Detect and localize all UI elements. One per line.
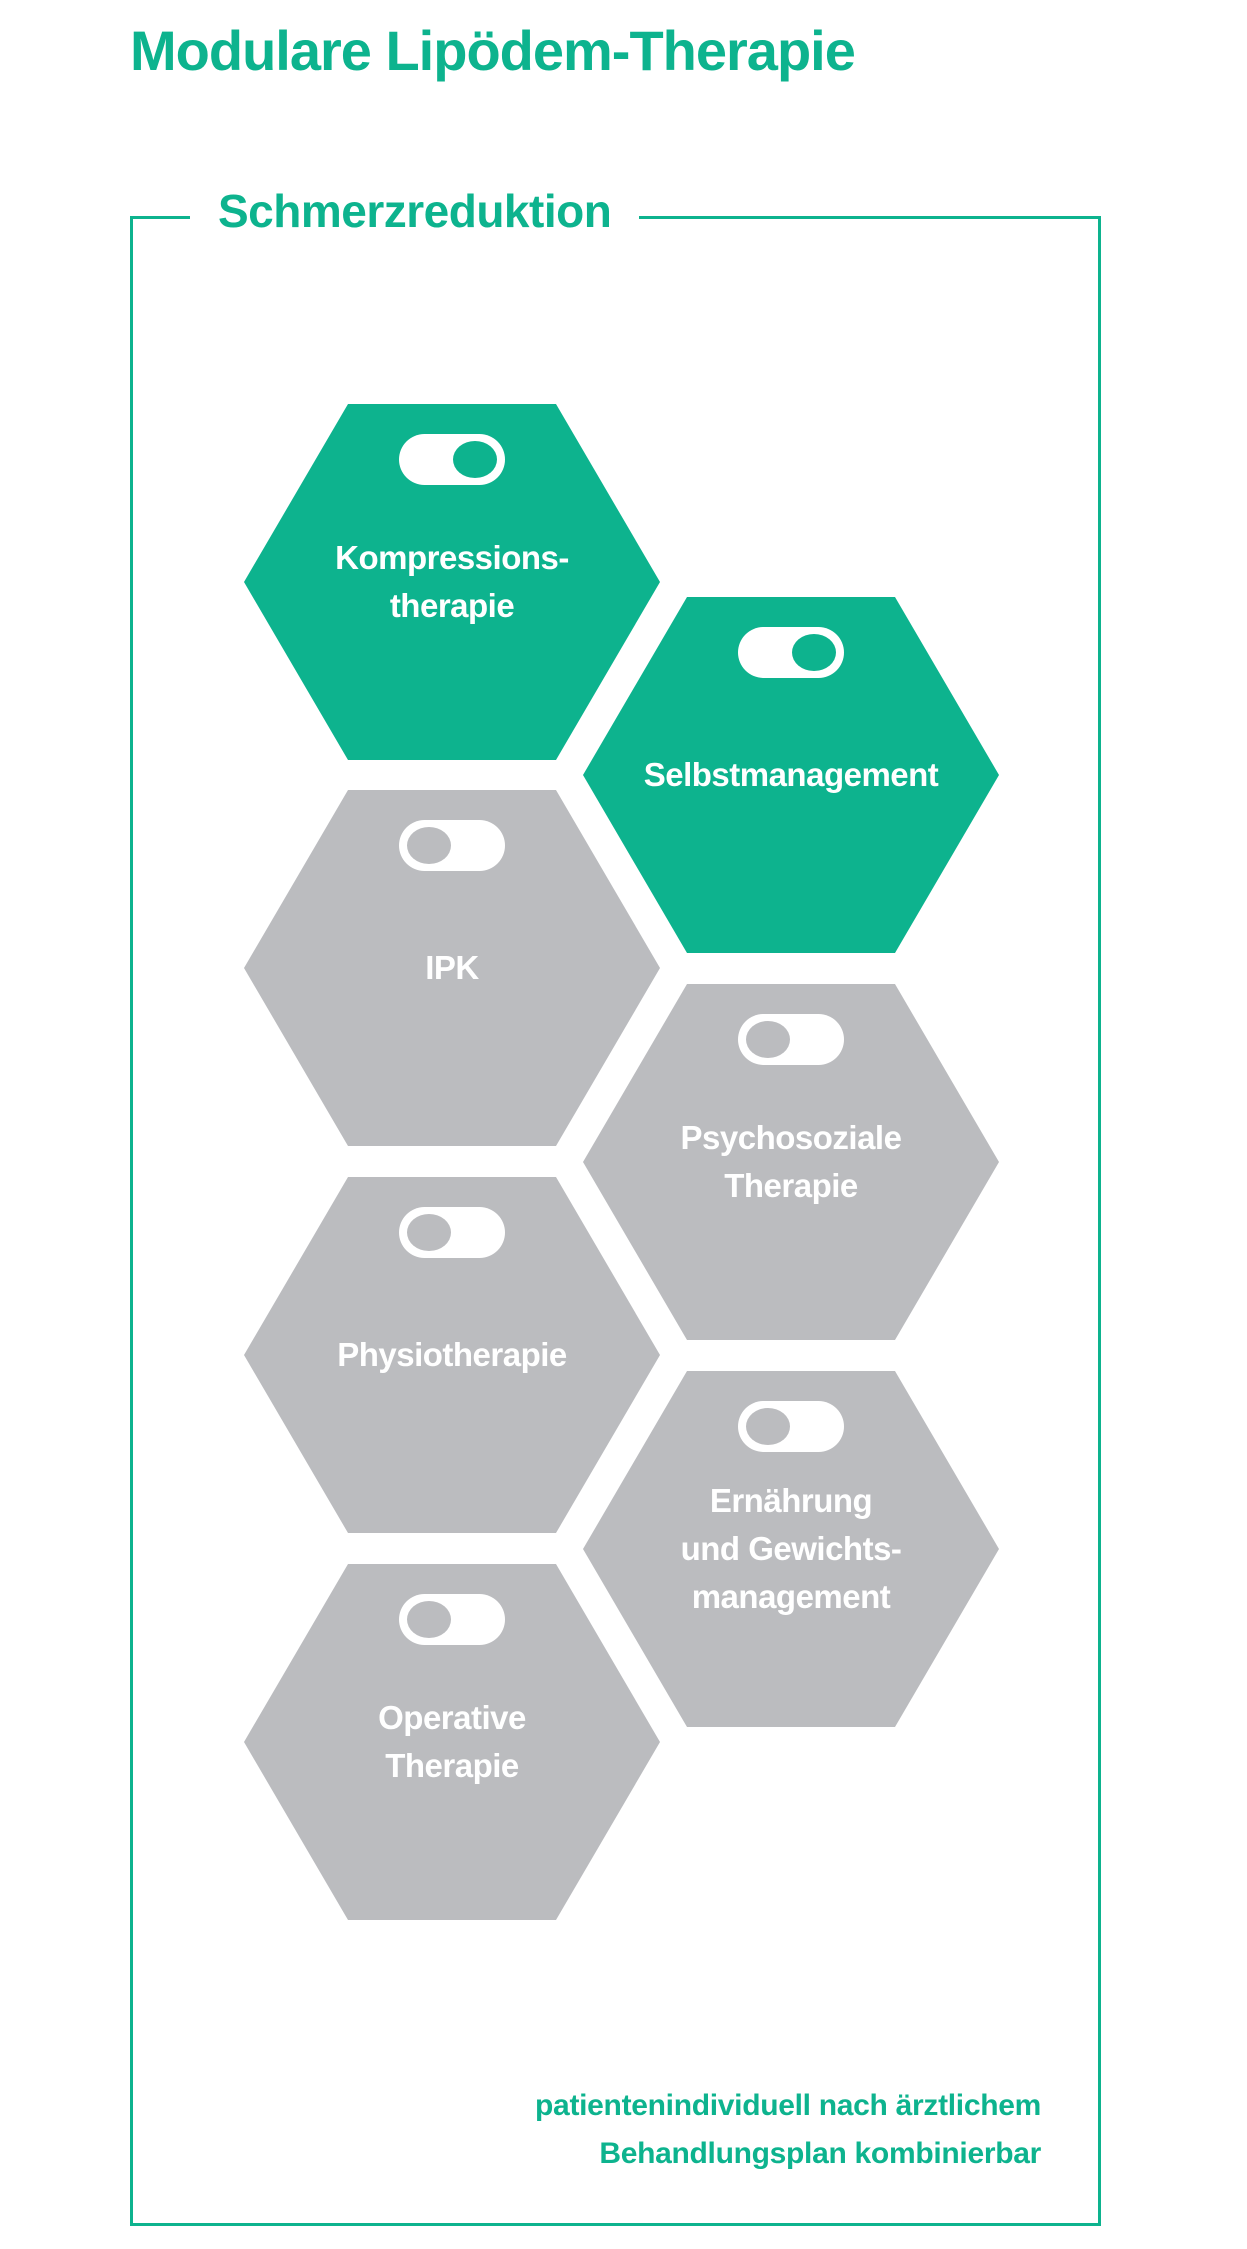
module-label-line: Ernährung bbox=[709, 1482, 873, 1519]
toggle-on[interactable] bbox=[399, 434, 505, 485]
toggle-knob bbox=[453, 441, 497, 478]
toggle-knob bbox=[407, 1601, 451, 1638]
frame-label: Schmerzreduktion bbox=[190, 184, 640, 238]
module-hexagon[interactable]: Ernährung und Gewichts-management bbox=[583, 1371, 999, 1727]
module-label: IPK bbox=[244, 944, 660, 992]
module-label-line: Physiotherapie bbox=[337, 1336, 567, 1373]
module-hexagon[interactable]: Physiotherapie bbox=[244, 1177, 660, 1533]
toggle-knob bbox=[746, 1021, 790, 1058]
footer-line: patientenindividuell nach ärztlichem bbox=[535, 2089, 1041, 2122]
module-label-line: und Gewichts- bbox=[680, 1530, 902, 1567]
module-label: Selbstmanagement bbox=[583, 751, 999, 799]
module-label-line: management bbox=[691, 1578, 891, 1615]
toggle-knob bbox=[407, 1214, 451, 1251]
toggle-off[interactable] bbox=[738, 1401, 844, 1452]
footer-line: Behandlungsplan kombinierbar bbox=[599, 2137, 1041, 2170]
module-label-line: Therapie bbox=[724, 1167, 858, 1204]
toggle-knob bbox=[407, 827, 451, 864]
toggle-off[interactable] bbox=[738, 1014, 844, 1065]
toggle-off[interactable] bbox=[399, 1207, 505, 1258]
toggle-off[interactable] bbox=[399, 1594, 505, 1645]
footer-note: patientenindividuell nach ärztlichem Beh… bbox=[535, 2082, 1041, 2178]
module-label-line: Therapie bbox=[385, 1747, 519, 1784]
module-label-line: therapie bbox=[389, 587, 515, 624]
page-title: Modulare Lipödem-Therapie bbox=[130, 19, 856, 82]
module-label-line: Psychosoziale bbox=[680, 1119, 902, 1156]
toggle-knob bbox=[746, 1408, 790, 1445]
module-label-line: IPK bbox=[425, 949, 479, 986]
toggle-knob bbox=[792, 634, 836, 671]
module-label: Physiotherapie bbox=[244, 1331, 660, 1379]
module-label: Ernährung und Gewichts-management bbox=[583, 1477, 999, 1621]
module-label-line: Kompressions- bbox=[335, 539, 569, 576]
module-label: Kompressions-therapie bbox=[244, 534, 660, 630]
module-label-line: Selbstmanagement bbox=[643, 756, 939, 793]
toggle-off[interactable] bbox=[399, 820, 505, 871]
module-label-line: Operative bbox=[378, 1699, 526, 1736]
toggle-on[interactable] bbox=[738, 627, 844, 678]
